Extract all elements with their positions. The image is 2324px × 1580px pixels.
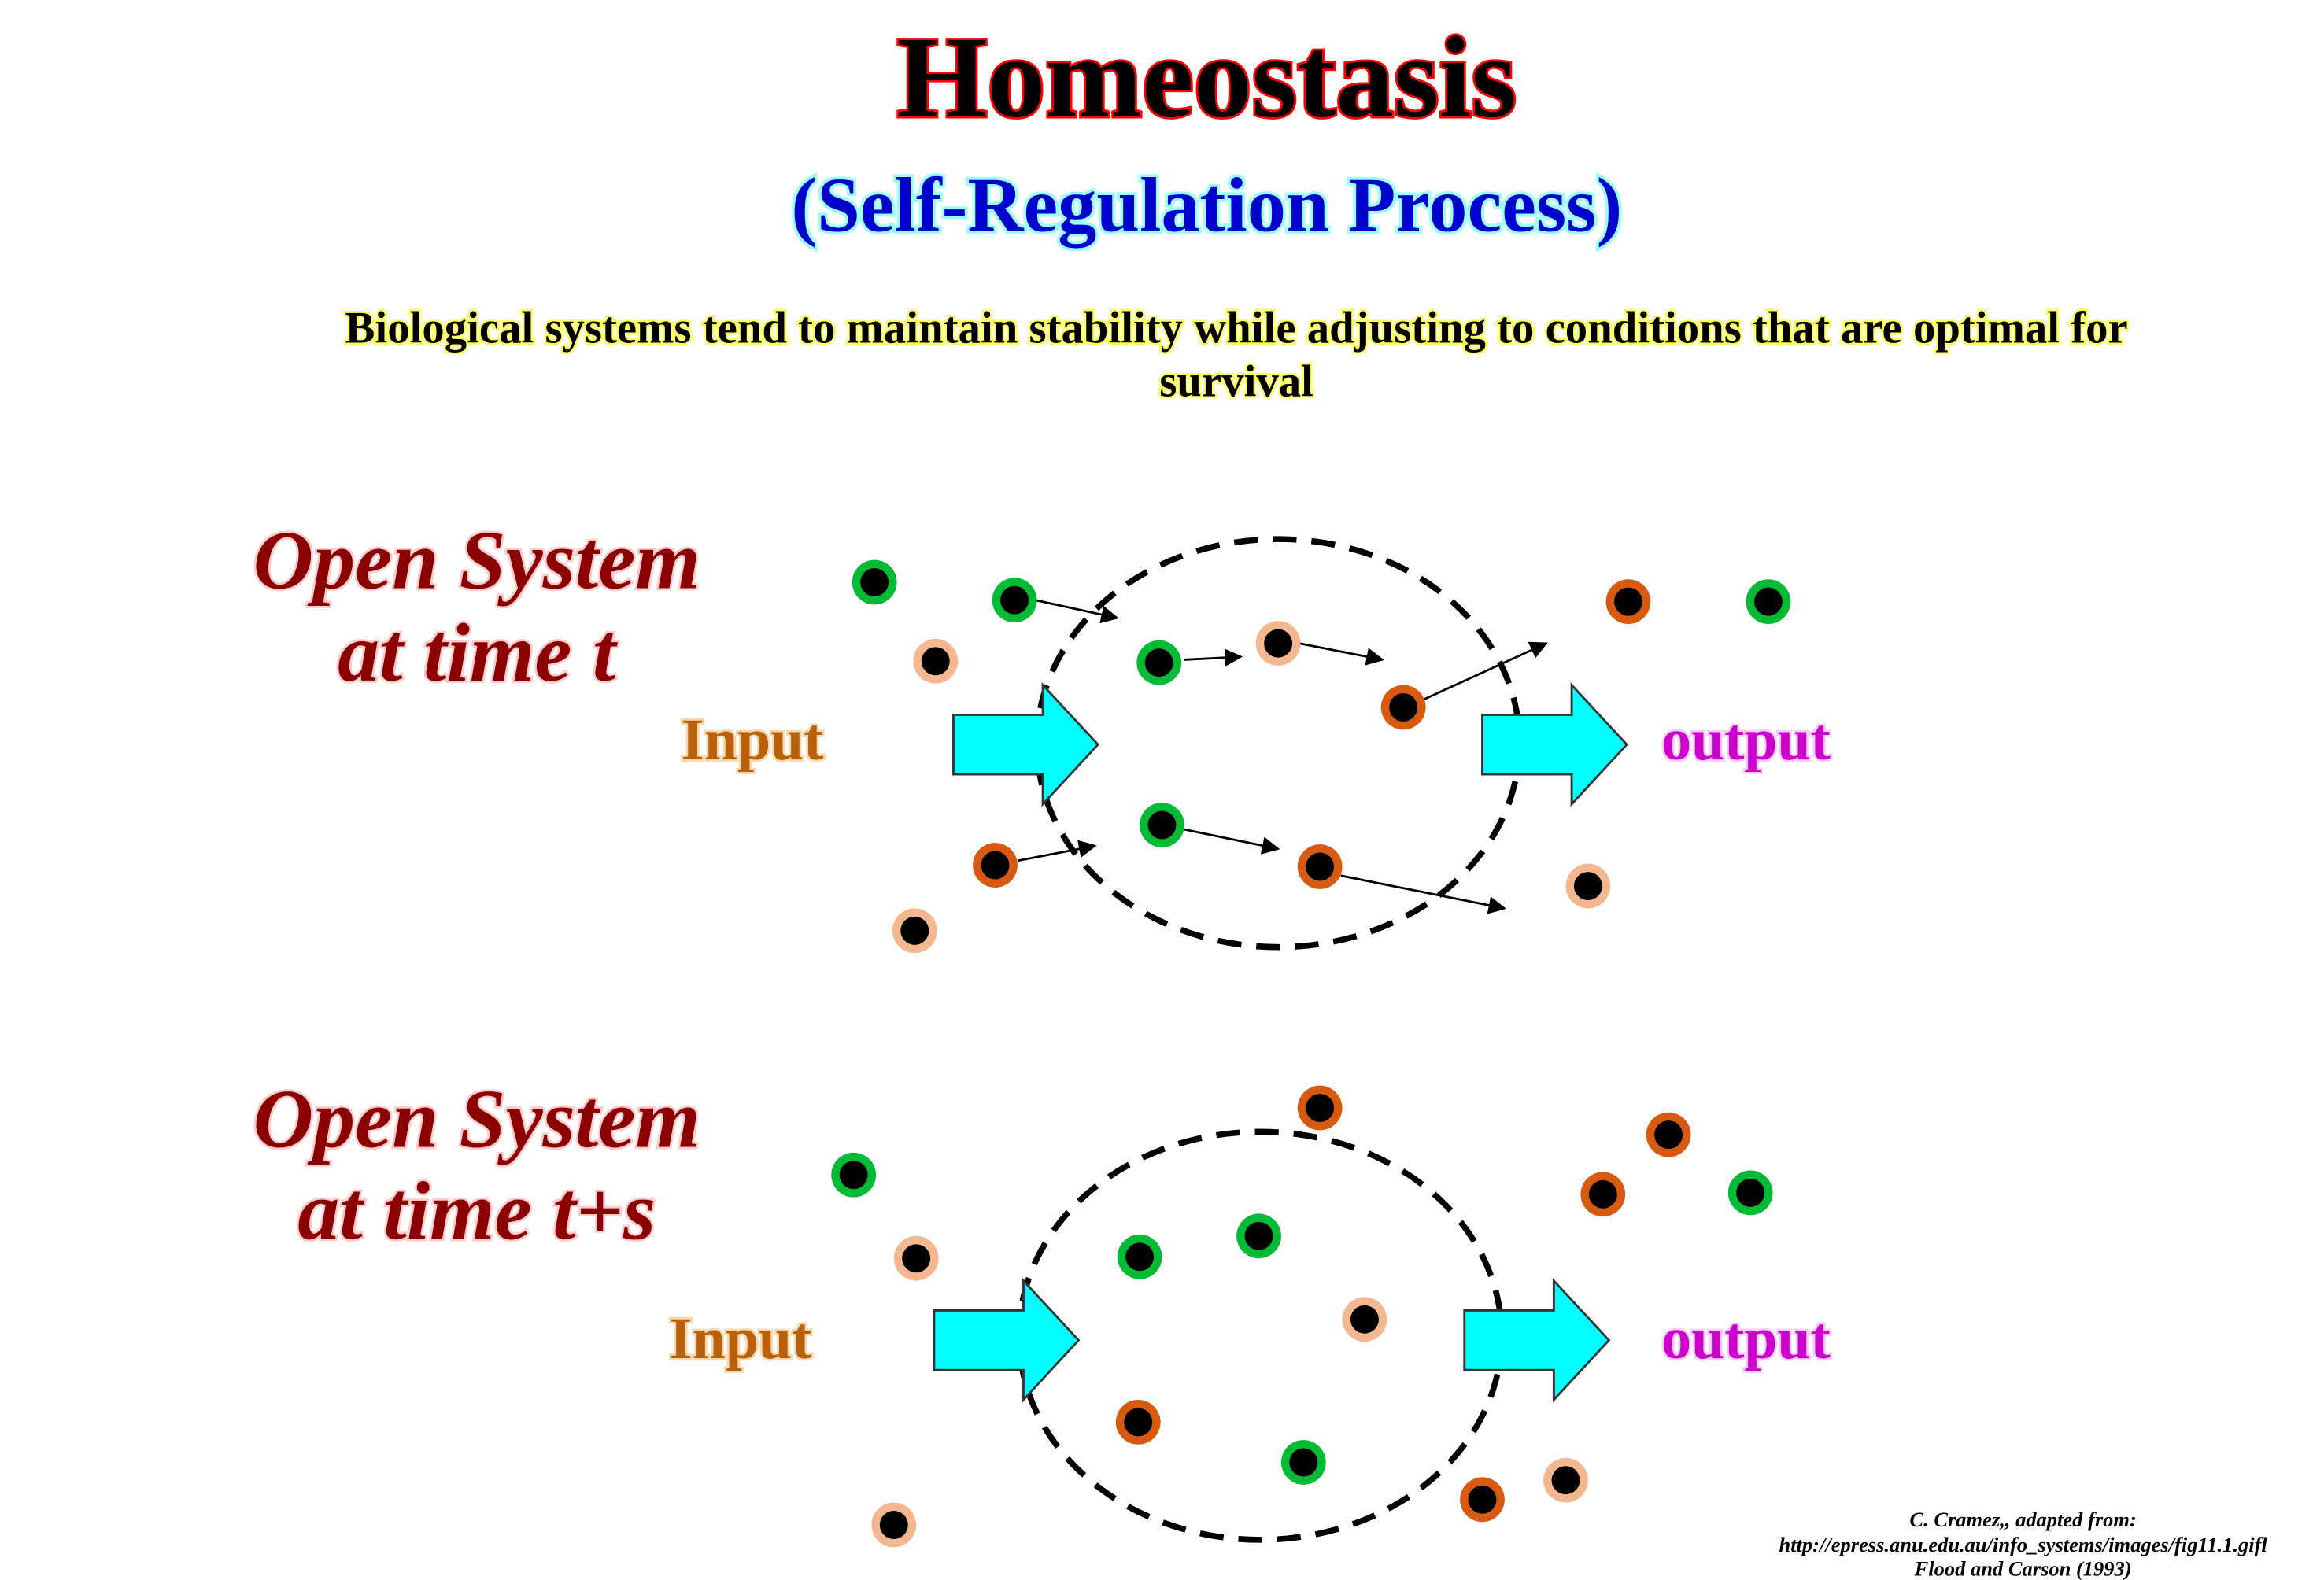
particle-orange xyxy=(1297,1085,1343,1131)
particle-peach xyxy=(1543,1457,1588,1503)
panel-heading-line-1: Open System xyxy=(253,515,700,607)
particle-peach xyxy=(913,638,959,684)
input-label: Input xyxy=(681,707,823,773)
particle-peach xyxy=(871,1502,917,1548)
particle-orange xyxy=(1605,579,1651,624)
particle-green xyxy=(1140,803,1184,847)
particle-orange xyxy=(1460,1477,1505,1523)
credit-line-3: Flood and Carson (1993) xyxy=(1914,1556,2132,1580)
particle-peach xyxy=(1255,621,1301,666)
panel-heading-line-2: at time t xyxy=(338,607,619,699)
panel-heading-line-2: at time t+s xyxy=(297,1165,656,1257)
particle-green xyxy=(992,578,1037,623)
flow-arrow xyxy=(1299,642,1384,666)
particle-peach xyxy=(1565,863,1611,909)
particle-orange xyxy=(1646,1112,1691,1157)
particle-orange xyxy=(973,843,1018,888)
particle-peach xyxy=(892,908,937,954)
output-label: output xyxy=(1661,1306,1831,1371)
credit-line-2: http://epress.anu.edu.au/info_systems/im… xyxy=(1779,1533,2267,1556)
description-line-2: survival xyxy=(1159,356,1313,406)
credit-line-1: C. Cramez,, adapted from: xyxy=(1909,1508,2136,1531)
input-arrow-icon xyxy=(952,681,1100,807)
particle-orange xyxy=(1115,1400,1161,1445)
page-subtitle: (Self-Regulation Process) xyxy=(791,162,1622,248)
particle-orange xyxy=(1297,844,1343,889)
particle-green xyxy=(1727,1170,1773,1216)
particle-peach xyxy=(1342,1297,1387,1342)
output-arrow-icon xyxy=(1481,681,1629,807)
particle-green xyxy=(831,1152,877,1198)
particle-green xyxy=(852,559,897,605)
flow-arrow xyxy=(1422,641,1548,701)
flow-arrow xyxy=(1184,648,1243,667)
flow-arrow xyxy=(1184,828,1280,855)
particle-green xyxy=(1280,1440,1326,1485)
particle-green xyxy=(1117,1234,1162,1279)
flow-arrow xyxy=(1035,599,1119,624)
particle-peach xyxy=(893,1235,939,1281)
system-boundary xyxy=(1033,536,1523,951)
input-label: Input xyxy=(669,1306,811,1371)
panel-heading-line-1: Open System xyxy=(253,1072,700,1165)
particle-green xyxy=(1236,1213,1281,1259)
system-boundary xyxy=(1015,1128,1505,1543)
particle-green xyxy=(1136,640,1182,685)
flow-arrow xyxy=(1017,840,1097,862)
particle-orange xyxy=(1580,1172,1626,1217)
input-arrow-icon xyxy=(933,1277,1081,1403)
particle-green xyxy=(1746,579,1791,624)
output-arrow-icon xyxy=(1463,1277,1611,1403)
particle-orange xyxy=(1380,685,1426,730)
page-title: Homeostasis xyxy=(897,13,1517,142)
description-line-1: Biological systems tend to maintain stab… xyxy=(345,303,2128,353)
flow-arrow xyxy=(1340,874,1507,914)
output-label: output xyxy=(1661,707,1831,773)
